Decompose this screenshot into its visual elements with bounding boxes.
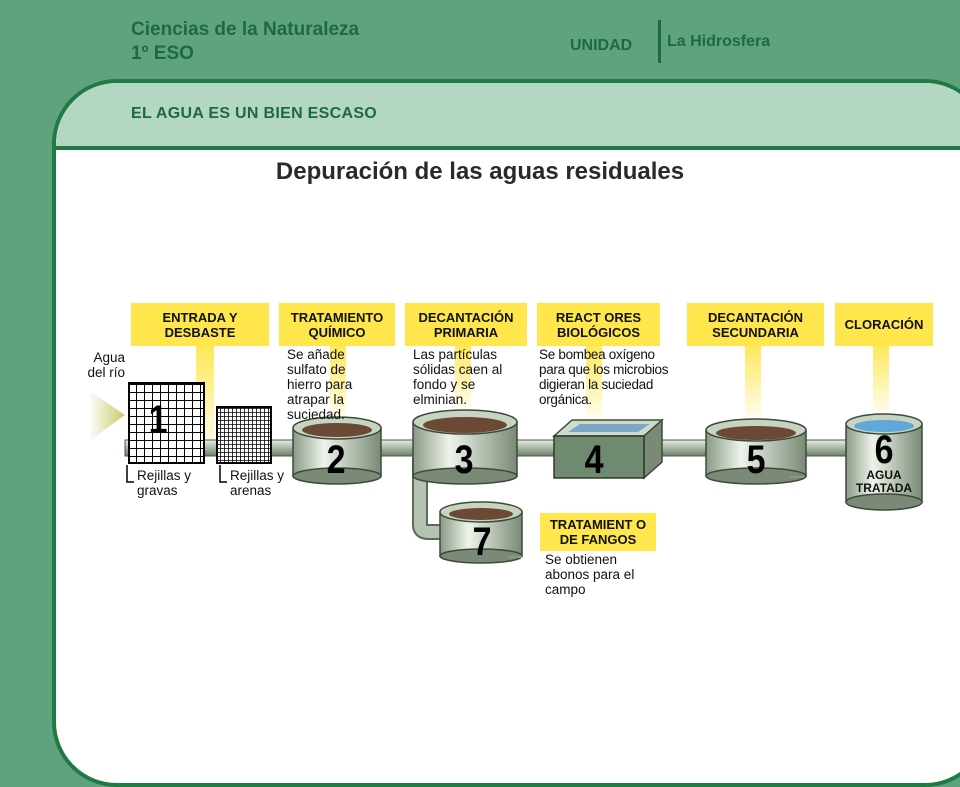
stage-7-number: 7 — [472, 520, 492, 564]
fine-screen — [216, 406, 272, 464]
inlet-label: Agua del río — [80, 350, 125, 380]
subject-title: Ciencias de la Naturaleza 1º ESO — [131, 18, 359, 66]
page-title: Depuración de las aguas residuales — [275, 158, 685, 185]
stem-2 — [330, 340, 346, 425]
stem-4 — [586, 340, 602, 425]
stage-2-number: 2 — [326, 438, 346, 482]
stage-7-description: Se obtienen abonos para el campo — [545, 552, 635, 597]
stage-3-number: 3 — [454, 438, 474, 482]
tank-3 — [412, 409, 518, 485]
stage-4-label: REACT ORES BIOLÓGICOS — [537, 303, 660, 346]
treated-water-label: AGUA TRATADA — [855, 468, 913, 495]
coarse-screen — [128, 382, 205, 464]
bracket-1 — [126, 465, 134, 483]
inlet-arrow-icon — [88, 390, 125, 442]
reactor-4 — [552, 418, 664, 480]
tank-5 — [705, 418, 807, 485]
stem-6 — [873, 340, 889, 420]
process-diagram — [88, 340, 923, 564]
unit-name: La Hidrosfera — [667, 33, 771, 50]
tank-7 — [439, 501, 523, 564]
stage-4-number: 4 — [584, 438, 604, 482]
tank-6 — [845, 413, 923, 511]
tank-5-shadow — [790, 476, 804, 478]
inlet-label-line-1: Agua — [93, 350, 125, 365]
stage-5-label: DECANTACIÓN SECUNDARIA — [687, 303, 824, 346]
stage-2-label: TRATAMIENTO QUÍMICO — [279, 303, 395, 346]
stage-4-description: Se bombea oxígeno para que los microbios… — [539, 347, 669, 407]
stage-3-description: Las partículas sólidas caen al fondo y s… — [413, 347, 503, 407]
inlet-label-line-2: del río — [87, 365, 125, 380]
stage-1-label: ENTRADA Y DESBASTE — [131, 303, 269, 346]
stage-2-description: Se añade sulfato de hierro para atrapar … — [287, 347, 353, 422]
subject-name: Ciencias de la Naturaleza — [131, 19, 360, 40]
stage-3-label: DECANTACIÓN PRIMARIA — [405, 303, 527, 346]
stem-5 — [745, 340, 761, 425]
tank-7-shadow — [508, 556, 522, 558]
stage-1-number: 1 — [148, 398, 168, 442]
section-title: EL AGUA ES UN BIEN ESCASO — [131, 105, 378, 122]
tank-2 — [292, 416, 382, 485]
course-name: 1º ESO — [131, 43, 194, 64]
screen-1-note: Rejillas y gravas — [137, 468, 192, 498]
screen-2-note: Rejillas y arenas — [230, 468, 285, 498]
stage-6-label: CLORACIÓN — [835, 303, 933, 346]
stage-6-number: 6 — [874, 428, 894, 472]
stage-5-number: 5 — [746, 438, 766, 482]
stem-3 — [455, 340, 471, 415]
stage-7-label: TRATAMIENT O DE FANGOS — [540, 513, 656, 551]
unit-label: UNIDAD — [570, 37, 633, 54]
unit-divider — [658, 20, 661, 63]
sludge-pipe — [414, 458, 448, 538]
bracket-2 — [219, 465, 227, 483]
section-band: EL AGUA ES UN BIEN ESCASO — [56, 83, 960, 150]
